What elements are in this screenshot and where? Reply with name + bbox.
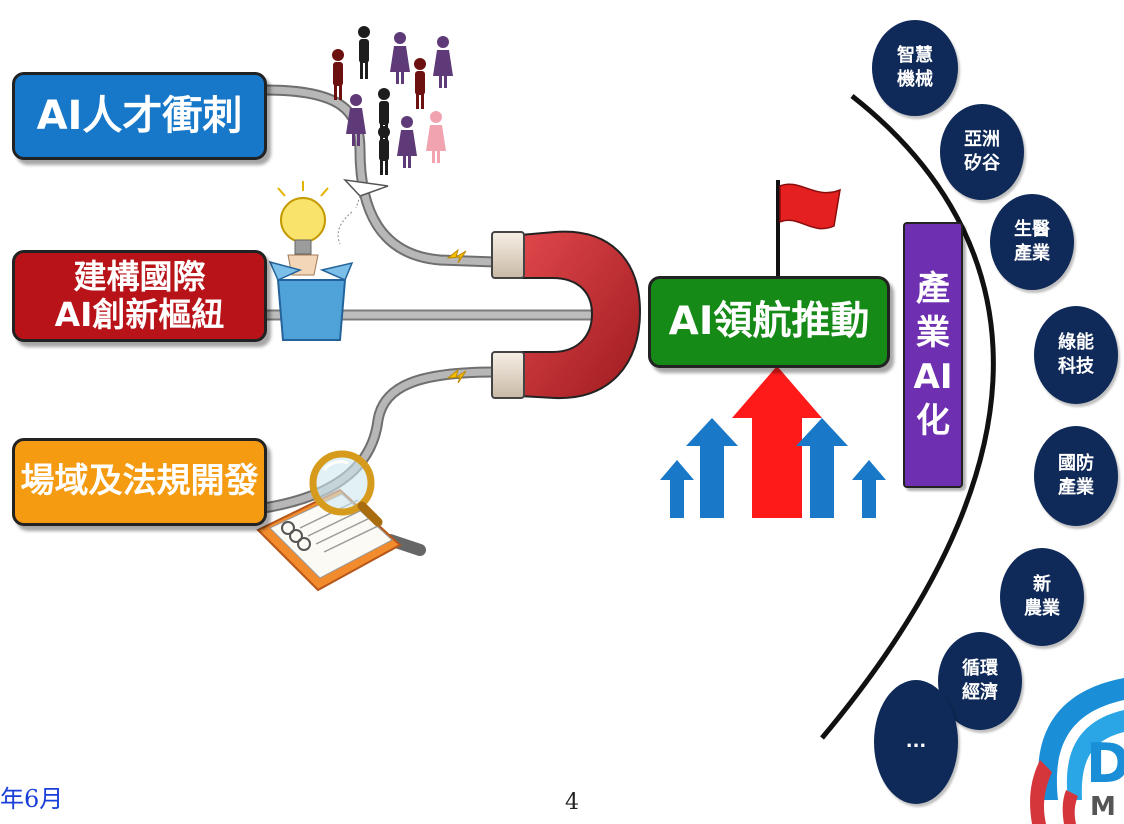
industry-char: 業 [916, 312, 950, 353]
field-regulation-box: 場域及法規開發 [12, 438, 267, 526]
industry-curve [820, 94, 996, 740]
paper-plane-icon [337, 178, 389, 245]
talent-box: AI人才衝刺 [12, 72, 267, 160]
footer-date: 年6月 [0, 785, 64, 813]
bubble-defense: 國防 產業 [1034, 426, 1118, 526]
industry-char: 產 [916, 268, 950, 309]
logo-mark [1030, 678, 1124, 824]
bubble-biomedical: 生醫 產業 [990, 194, 1074, 290]
bubble-line: 生醫 [1014, 218, 1050, 240]
cable-field [249, 366, 496, 516]
magnet-icon [491, 230, 642, 400]
logo-sub: M [1090, 792, 1116, 822]
bubble-line: 產業 [1058, 477, 1094, 498]
bubble-asia-silicon-valley: 亞洲 矽谷 [940, 104, 1024, 200]
logo-letter: D [1086, 732, 1124, 795]
bubble-line: ... [905, 730, 927, 752]
spark-icon [446, 368, 467, 384]
magnifier-notebook-icon [256, 450, 402, 592]
spark-icon [446, 248, 467, 264]
ai-drive-label: AI領航推動 [668, 298, 870, 344]
people-icon [332, 26, 453, 175]
hub-label-line1: 建構國際 [73, 257, 206, 297]
bubble-line: 機械 [897, 69, 933, 90]
cable-talent [264, 84, 496, 268]
bubble-line: 經濟 [962, 682, 998, 703]
industry-char: AI [913, 357, 953, 397]
bubble-green-energy: 綠能 科技 [1034, 306, 1118, 404]
growth-arrows-icon [660, 366, 886, 518]
bubble-line: 循環 [962, 657, 998, 679]
field-label: 場域及法規開發 [20, 461, 259, 502]
bubble-line: 國防 [1058, 452, 1094, 474]
flag-icon [776, 180, 841, 276]
bubble-line: 新 [1033, 573, 1051, 595]
bubble-line: 智慧 [897, 44, 933, 66]
page-number: 4 [565, 790, 579, 815]
industry-ai-box: 產 業 AI 化 [903, 222, 963, 488]
industry-char: 化 [916, 401, 950, 442]
talent-label: AI人才衝刺 [36, 93, 243, 139]
bubble-more: ... [874, 680, 958, 804]
bubble-line: 綠能 [1058, 331, 1094, 353]
bubble-line: 亞洲 [964, 128, 1000, 150]
bubble-line: 農業 [1024, 598, 1060, 619]
bubble-new-agriculture: 新 農業 [1000, 548, 1084, 646]
bubble-line: 產業 [1014, 243, 1050, 264]
lightbulb-idea-icon [268, 181, 354, 341]
bubble-line: 矽谷 [964, 153, 1000, 174]
innovation-hub-box: 建構國際 AI創新樞紐 [12, 250, 267, 342]
bubble-line: 科技 [1058, 356, 1094, 377]
bubble-smart-machinery: 智慧 機械 [872, 20, 958, 116]
ai-drive-box: AI領航推動 [648, 276, 890, 368]
hub-label-line2: AI創新樞紐 [54, 295, 225, 334]
